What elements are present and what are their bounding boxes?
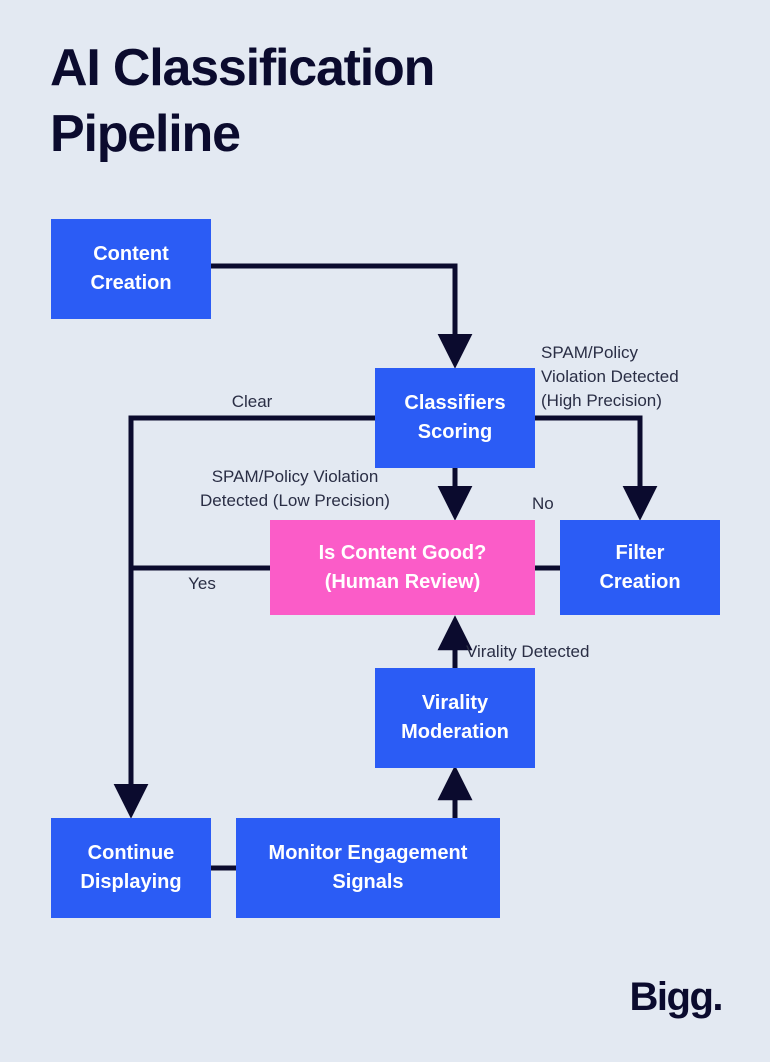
node-monitor-engagement[interactable]: Monitor Engagement Signals	[236, 818, 500, 918]
edge-label-high-precision: SPAM/Policy Violation Detected (High Pre…	[541, 343, 679, 411]
node-filter-creation[interactable]: Filter Creation	[560, 520, 720, 615]
edge-label-low-precision: SPAM/Policy Violation Detected (Low Prec…	[200, 467, 390, 511]
edge-content-to-classifiers	[211, 263, 473, 369]
node-virality-moderation[interactable]: Virality Moderation	[375, 668, 535, 768]
node-classifiers-scoring[interactable]: Classifiers Scoring	[375, 368, 535, 468]
node-content-creation[interactable]: Content Creation	[51, 219, 211, 319]
page-title: AI Classification Pipeline	[50, 39, 435, 163]
edge-label-yes: Yes	[188, 574, 216, 593]
brand-logo: Bigg.	[629, 975, 724, 1019]
edge-label-no: No	[532, 494, 554, 513]
edge-label-clear: Clear	[231, 392, 273, 411]
node-is-content-good[interactable]: Is Content Good? (Human Review)	[270, 520, 535, 615]
node-continue-displaying[interactable]: Continue Displaying	[51, 818, 211, 918]
edge-label-virality-detected: Virality Detected	[466, 642, 590, 661]
